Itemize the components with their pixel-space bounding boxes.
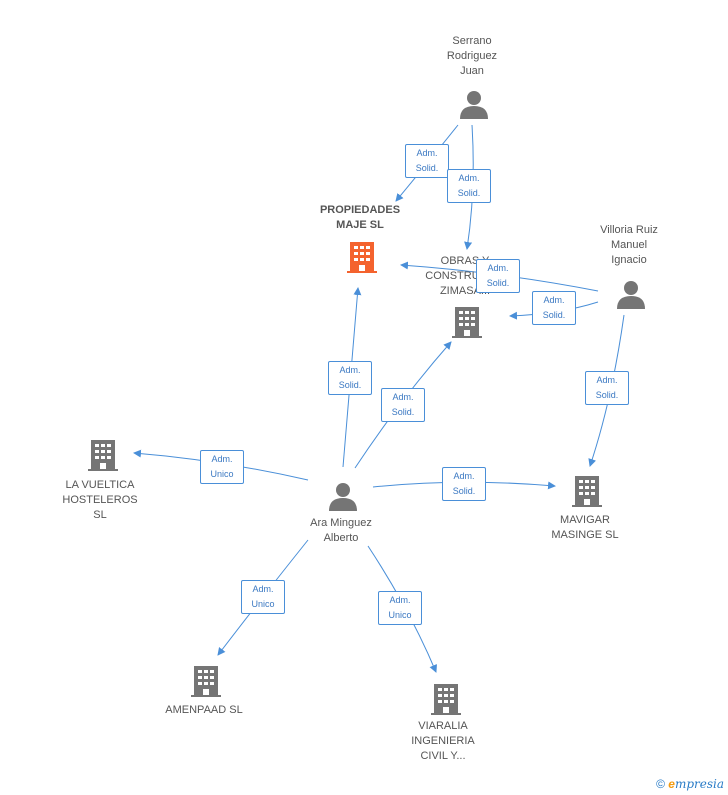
node-label-propiedades[interactable]: PROPIEDADES MAJE SL bbox=[319, 204, 401, 231]
node-label-amenpaad[interactable]: AMENPAAD SL bbox=[165, 704, 243, 716]
brand-logo-e: e bbox=[668, 777, 675, 791]
node-label-villoria[interactable]: Villoria Ruiz Manuel Ignacio bbox=[600, 224, 658, 266]
building-icon-lavueltica[interactable] bbox=[87, 438, 121, 472]
edge-label-e3[interactable]: Adm. Solid. bbox=[476, 259, 520, 293]
person-icon-serrano[interactable] bbox=[459, 89, 489, 119]
copyright-icon: © bbox=[656, 777, 665, 791]
node-label-lavueltica[interactable]: LA VUELTICA HOSTELEROS SL bbox=[62, 479, 138, 521]
building-icon-amenpaad[interactable] bbox=[190, 664, 224, 698]
person-icon-villoria[interactable] bbox=[616, 279, 646, 309]
building-icon-obras[interactable] bbox=[451, 305, 485, 339]
edge-label-e10[interactable]: Adm. Unico bbox=[241, 580, 285, 614]
brand-logo-text: mpresia bbox=[674, 777, 724, 791]
node-label-serrano[interactable]: Serrano Rodriguez Juan bbox=[446, 35, 498, 77]
node-label-mavigar[interactable]: MAVIGAR MASINGE SL bbox=[551, 514, 619, 541]
edge-label-e2[interactable]: Adm. Solid. bbox=[447, 169, 491, 203]
building-icon-mavigar[interactable] bbox=[571, 474, 605, 508]
edge-label-e8[interactable]: Adm. Unico bbox=[200, 450, 244, 484]
node-label-ara[interactable]: Ara Minguez Alberto bbox=[310, 517, 372, 544]
footer-brand[interactable]: © empresia bbox=[656, 777, 724, 791]
edge-label-e1[interactable]: Adm. Solid. bbox=[405, 144, 449, 178]
person-icon-ara[interactable] bbox=[328, 481, 358, 511]
edge-label-e11[interactable]: Adm. Unico bbox=[378, 591, 422, 625]
edge-label-e7[interactable]: Adm. Solid. bbox=[381, 388, 425, 422]
edge-label-e4[interactable]: Adm. Solid. bbox=[532, 291, 576, 325]
building-icon-viaralia[interactable] bbox=[430, 682, 464, 716]
edge-label-e9[interactable]: Adm. Solid. bbox=[442, 467, 486, 501]
edge-label-e5[interactable]: Adm. Solid. bbox=[585, 371, 629, 405]
edge-label-e6[interactable]: Adm. Solid. bbox=[328, 361, 372, 395]
building-icon-propiedades[interactable] bbox=[346, 240, 380, 274]
node-label-viaralia[interactable]: VIARALIA INGENIERIA CIVIL Y... bbox=[411, 720, 475, 762]
